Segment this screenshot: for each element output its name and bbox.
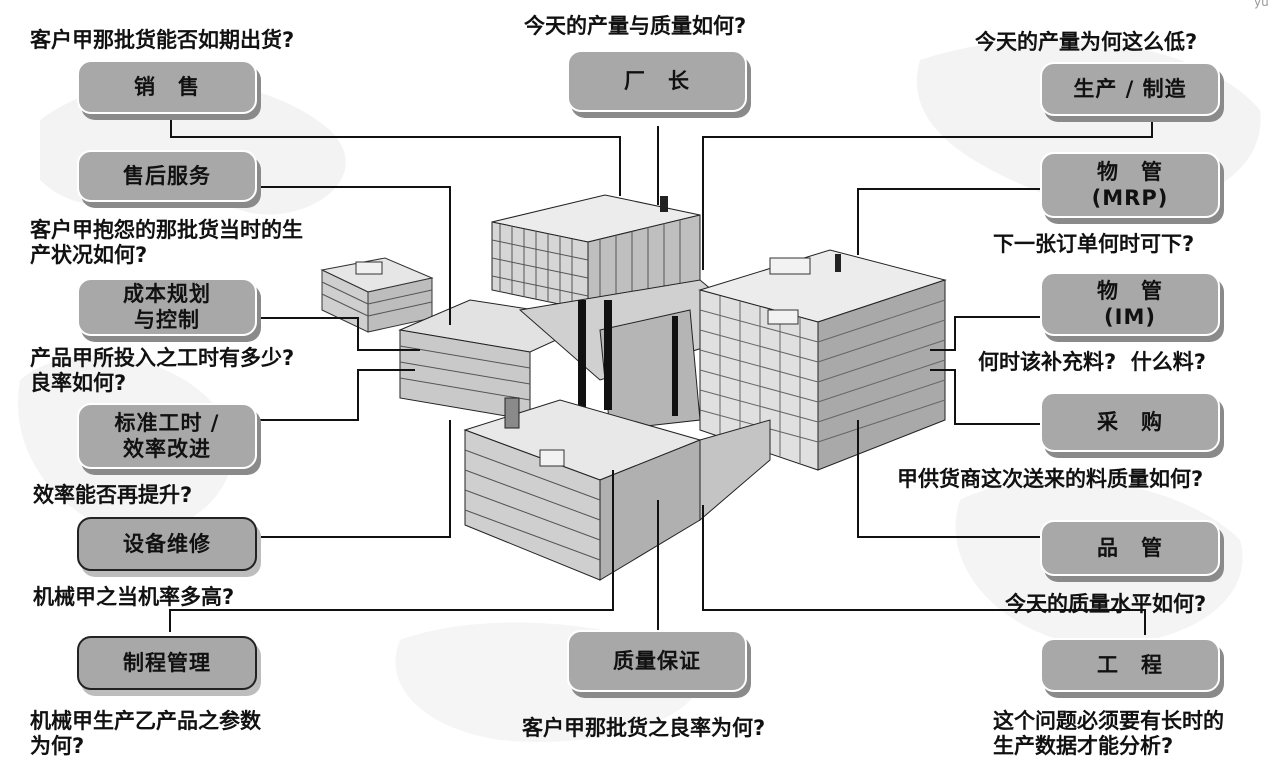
mrp-box: 物 管 (MRP): [1040, 152, 1220, 218]
plant-manager-box: 厂 长: [567, 50, 747, 112]
cost-question: 产品甲所投入之工时有多少? 良率如何?: [30, 346, 294, 396]
after-sales-question-line-2: 产状况如何?: [30, 243, 148, 268]
purchasing-question: 甲供货商这次送来的料质量如何?: [897, 467, 1204, 491]
link-purchasing: [930, 369, 1040, 425]
maintenance-question: 机械甲之当机率多高?: [33, 585, 235, 609]
after-sales-label: 售后服务: [123, 163, 211, 188]
standard-time-label-1: 标准工时 /: [114, 410, 220, 435]
maintenance-box: 设备维修: [77, 517, 257, 571]
purchasing-label: 采 购: [1097, 409, 1163, 434]
im-label-1: 物 管: [1097, 278, 1163, 303]
link-engineering: [702, 505, 1146, 635]
purchasing-box: 采 购: [1040, 392, 1220, 452]
engineering-question-line-2: 生产数据才能分析?: [993, 734, 1174, 759]
process-mgmt-question-line-2: 为何?: [30, 734, 85, 759]
qa-label: 质量保证: [613, 648, 701, 673]
link-im: [930, 316, 1040, 351]
after-sales-question-line-1: 客户甲抱怨的那批货当时的生: [30, 218, 303, 242]
process-mgmt-box: 制程管理: [77, 636, 257, 690]
engineering-box: 工 程: [1040, 638, 1220, 692]
im-question: 何时该补充料? 什么料?: [978, 350, 1206, 374]
sales-label: 销 售: [134, 74, 200, 99]
qa-box: 质量保证: [567, 630, 747, 692]
process-mgmt-question: 机械甲生产乙产品之参数 为何?: [30, 709, 261, 759]
plant-manager-label: 厂 长: [624, 68, 690, 93]
after-sales-box: 售后服务: [77, 150, 257, 202]
production-question: 今天的产量为何这么低?: [975, 30, 1198, 54]
courtyard: [518, 279, 762, 431]
mrp-label-1: 物 管: [1097, 159, 1163, 184]
im-label-2: (IM): [1104, 305, 1156, 329]
link-sales: [170, 116, 621, 196]
cost-box: 成本规划 与控制: [77, 278, 257, 336]
process-mgmt-label: 制程管理: [123, 650, 211, 675]
link-cost: [258, 317, 420, 351]
link-process-mgmt: [169, 470, 614, 632]
watermark-text: yu: [1254, 0, 1269, 9]
engineering-question: 这个问题必须要有长时的 生产数据才能分析?: [993, 709, 1224, 759]
cost-question-line-2: 良率如何?: [30, 371, 127, 396]
after-sales-question: 客户甲抱怨的那批货当时的生 产状况如何?: [30, 218, 303, 268]
link-mrp: [857, 188, 1040, 255]
production-box: 生产 / 制造: [1040, 62, 1220, 116]
quality-mgmt-label: 品 管: [1097, 535, 1163, 560]
link-quality-mgmt: [857, 420, 1040, 538]
sales-question: 客户甲那批货能否如期出货?: [30, 28, 295, 52]
im-box: 物 管 (IM): [1040, 272, 1220, 336]
link-maintenance: [258, 420, 451, 538]
standard-time-question: 效率能否再提升?: [33, 483, 193, 507]
quality-mgmt-question: 今天的质量水平如何?: [1005, 592, 1207, 616]
plant-manager-question: 今天的产量与质量如何?: [524, 14, 747, 38]
standard-time-box: 标准工时 / 效率改进: [77, 403, 257, 469]
standard-time-label-2: 效率改进: [123, 437, 211, 461]
production-label: 生产 / 制造: [1073, 76, 1187, 101]
sales-box: 销 售: [77, 60, 257, 114]
link-production: [702, 122, 1153, 270]
link-standard-time: [258, 369, 415, 421]
engineering-label: 工 程: [1097, 652, 1163, 677]
process-mgmt-question-line-1: 机械甲生产乙产品之参数: [30, 709, 261, 733]
small-building: [320, 257, 434, 333]
quality-mgmt-box: 品 管: [1040, 520, 1220, 576]
cost-label-2: 与控制: [134, 308, 200, 332]
qa-question: 客户甲那批货之良率为何?: [522, 716, 766, 740]
cost-label-1: 成本规划: [123, 281, 211, 306]
maintenance-label: 设备维修: [123, 531, 211, 556]
engineering-question-line-1: 这个问题必须要有长时的: [993, 709, 1224, 733]
cost-question-line-1: 产品甲所投入之工时有多少?: [30, 346, 295, 370]
mrp-question: 下一张订单何时可下?: [993, 232, 1195, 256]
right-block: [698, 249, 947, 471]
mrp-label-2: (MRP): [1091, 186, 1169, 210]
link-after-sales: [258, 186, 451, 325]
front-block: [463, 397, 771, 581]
